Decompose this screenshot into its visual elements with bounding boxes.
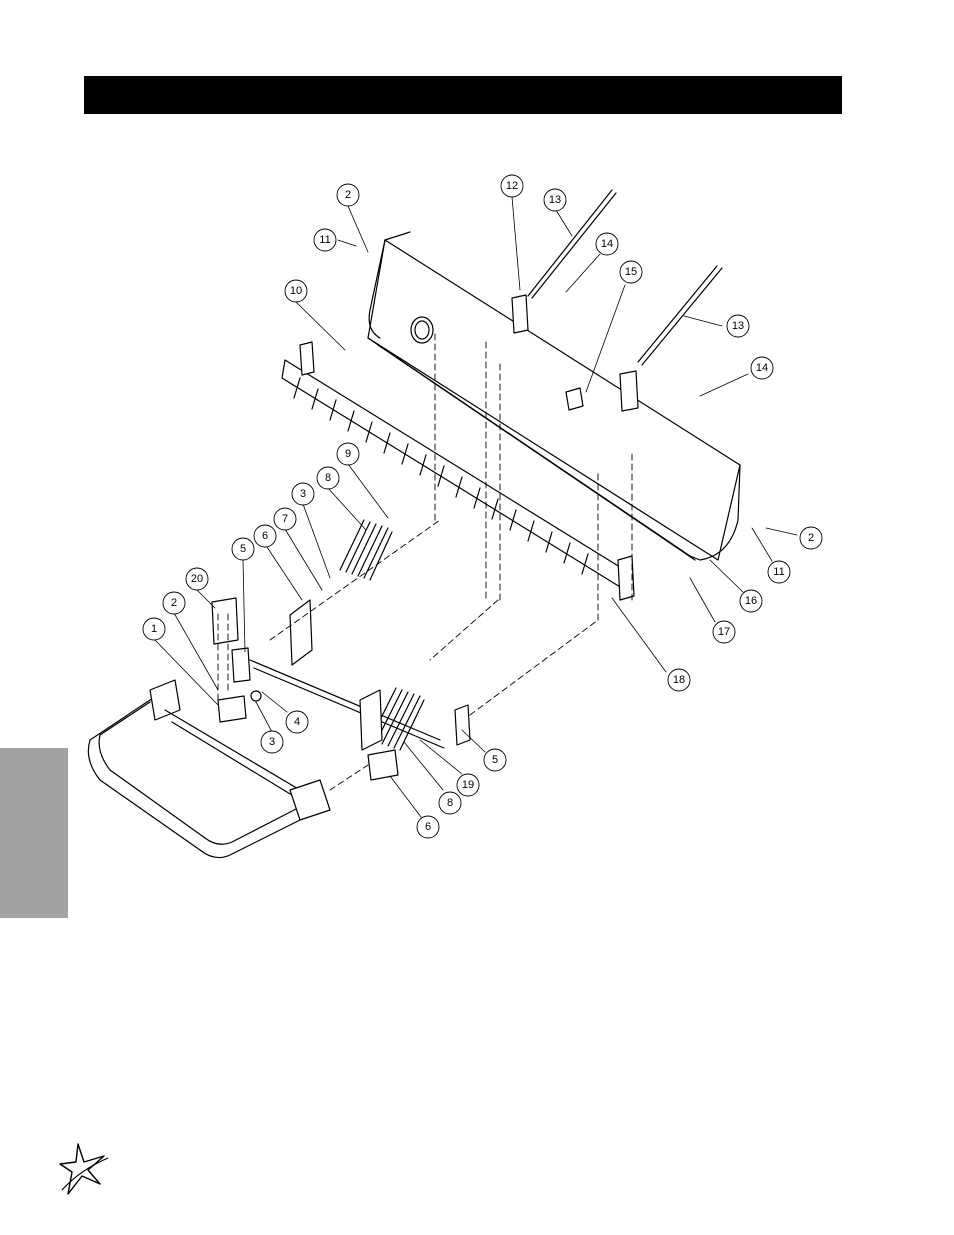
- callout-label: 20: [191, 573, 203, 585]
- callout-label: 6: [425, 821, 431, 833]
- callout-label: 1: [151, 623, 157, 635]
- callout-label: 4: [294, 716, 300, 728]
- star-swoosh-logo-icon: [59, 1143, 109, 1195]
- callout-label: 2: [171, 597, 177, 609]
- tine-bar: [281, 341, 635, 601]
- callout-label: 14: [756, 362, 768, 374]
- callout-label: 7: [282, 513, 288, 525]
- callout-label: 3: [269, 736, 275, 748]
- callout-label: 16: [745, 595, 757, 607]
- callout-label: 3: [300, 488, 306, 500]
- callout-label: 12: [506, 180, 518, 192]
- callout-label: 10: [290, 285, 302, 297]
- callout-label: 2: [808, 532, 814, 544]
- hopper-brackets: [511, 294, 639, 412]
- callout-labels: 1 2 3 3 4 5 5 6 6 7 8 8 9 10 11 11 12 13…: [151, 180, 814, 833]
- callout-label: 14: [601, 238, 613, 250]
- callout-label: 11: [773, 566, 784, 578]
- side-tab: [0, 748, 68, 918]
- springs: [339, 519, 425, 751]
- frame-axle: [211, 597, 471, 781]
- callout-label: 5: [240, 543, 246, 555]
- callout-label: 6: [262, 530, 268, 542]
- long-rods: [527, 189, 723, 366]
- callout-label: 8: [325, 472, 331, 484]
- callout-label: 13: [732, 320, 744, 332]
- callout-label: 19: [462, 779, 474, 791]
- callout-label: 17: [718, 626, 730, 638]
- callout-circles: [142, 174, 823, 839]
- callout-label: 8: [447, 797, 453, 809]
- hopper-box: [367, 231, 741, 561]
- parts-drawing: [87, 174, 823, 859]
- callout-label: 2: [345, 189, 351, 201]
- leader-lines: [153, 196, 798, 818]
- alignment-lines: [217, 329, 633, 791]
- header-bar: [84, 76, 842, 114]
- callout-label: 11: [319, 234, 330, 246]
- hitch-handle: [87, 679, 331, 859]
- callout-label: 9: [345, 448, 351, 460]
- callout-label: 13: [549, 194, 561, 206]
- callout-label: 18: [673, 674, 685, 686]
- callout-label: 15: [625, 266, 637, 278]
- callout-label: 5: [492, 754, 498, 766]
